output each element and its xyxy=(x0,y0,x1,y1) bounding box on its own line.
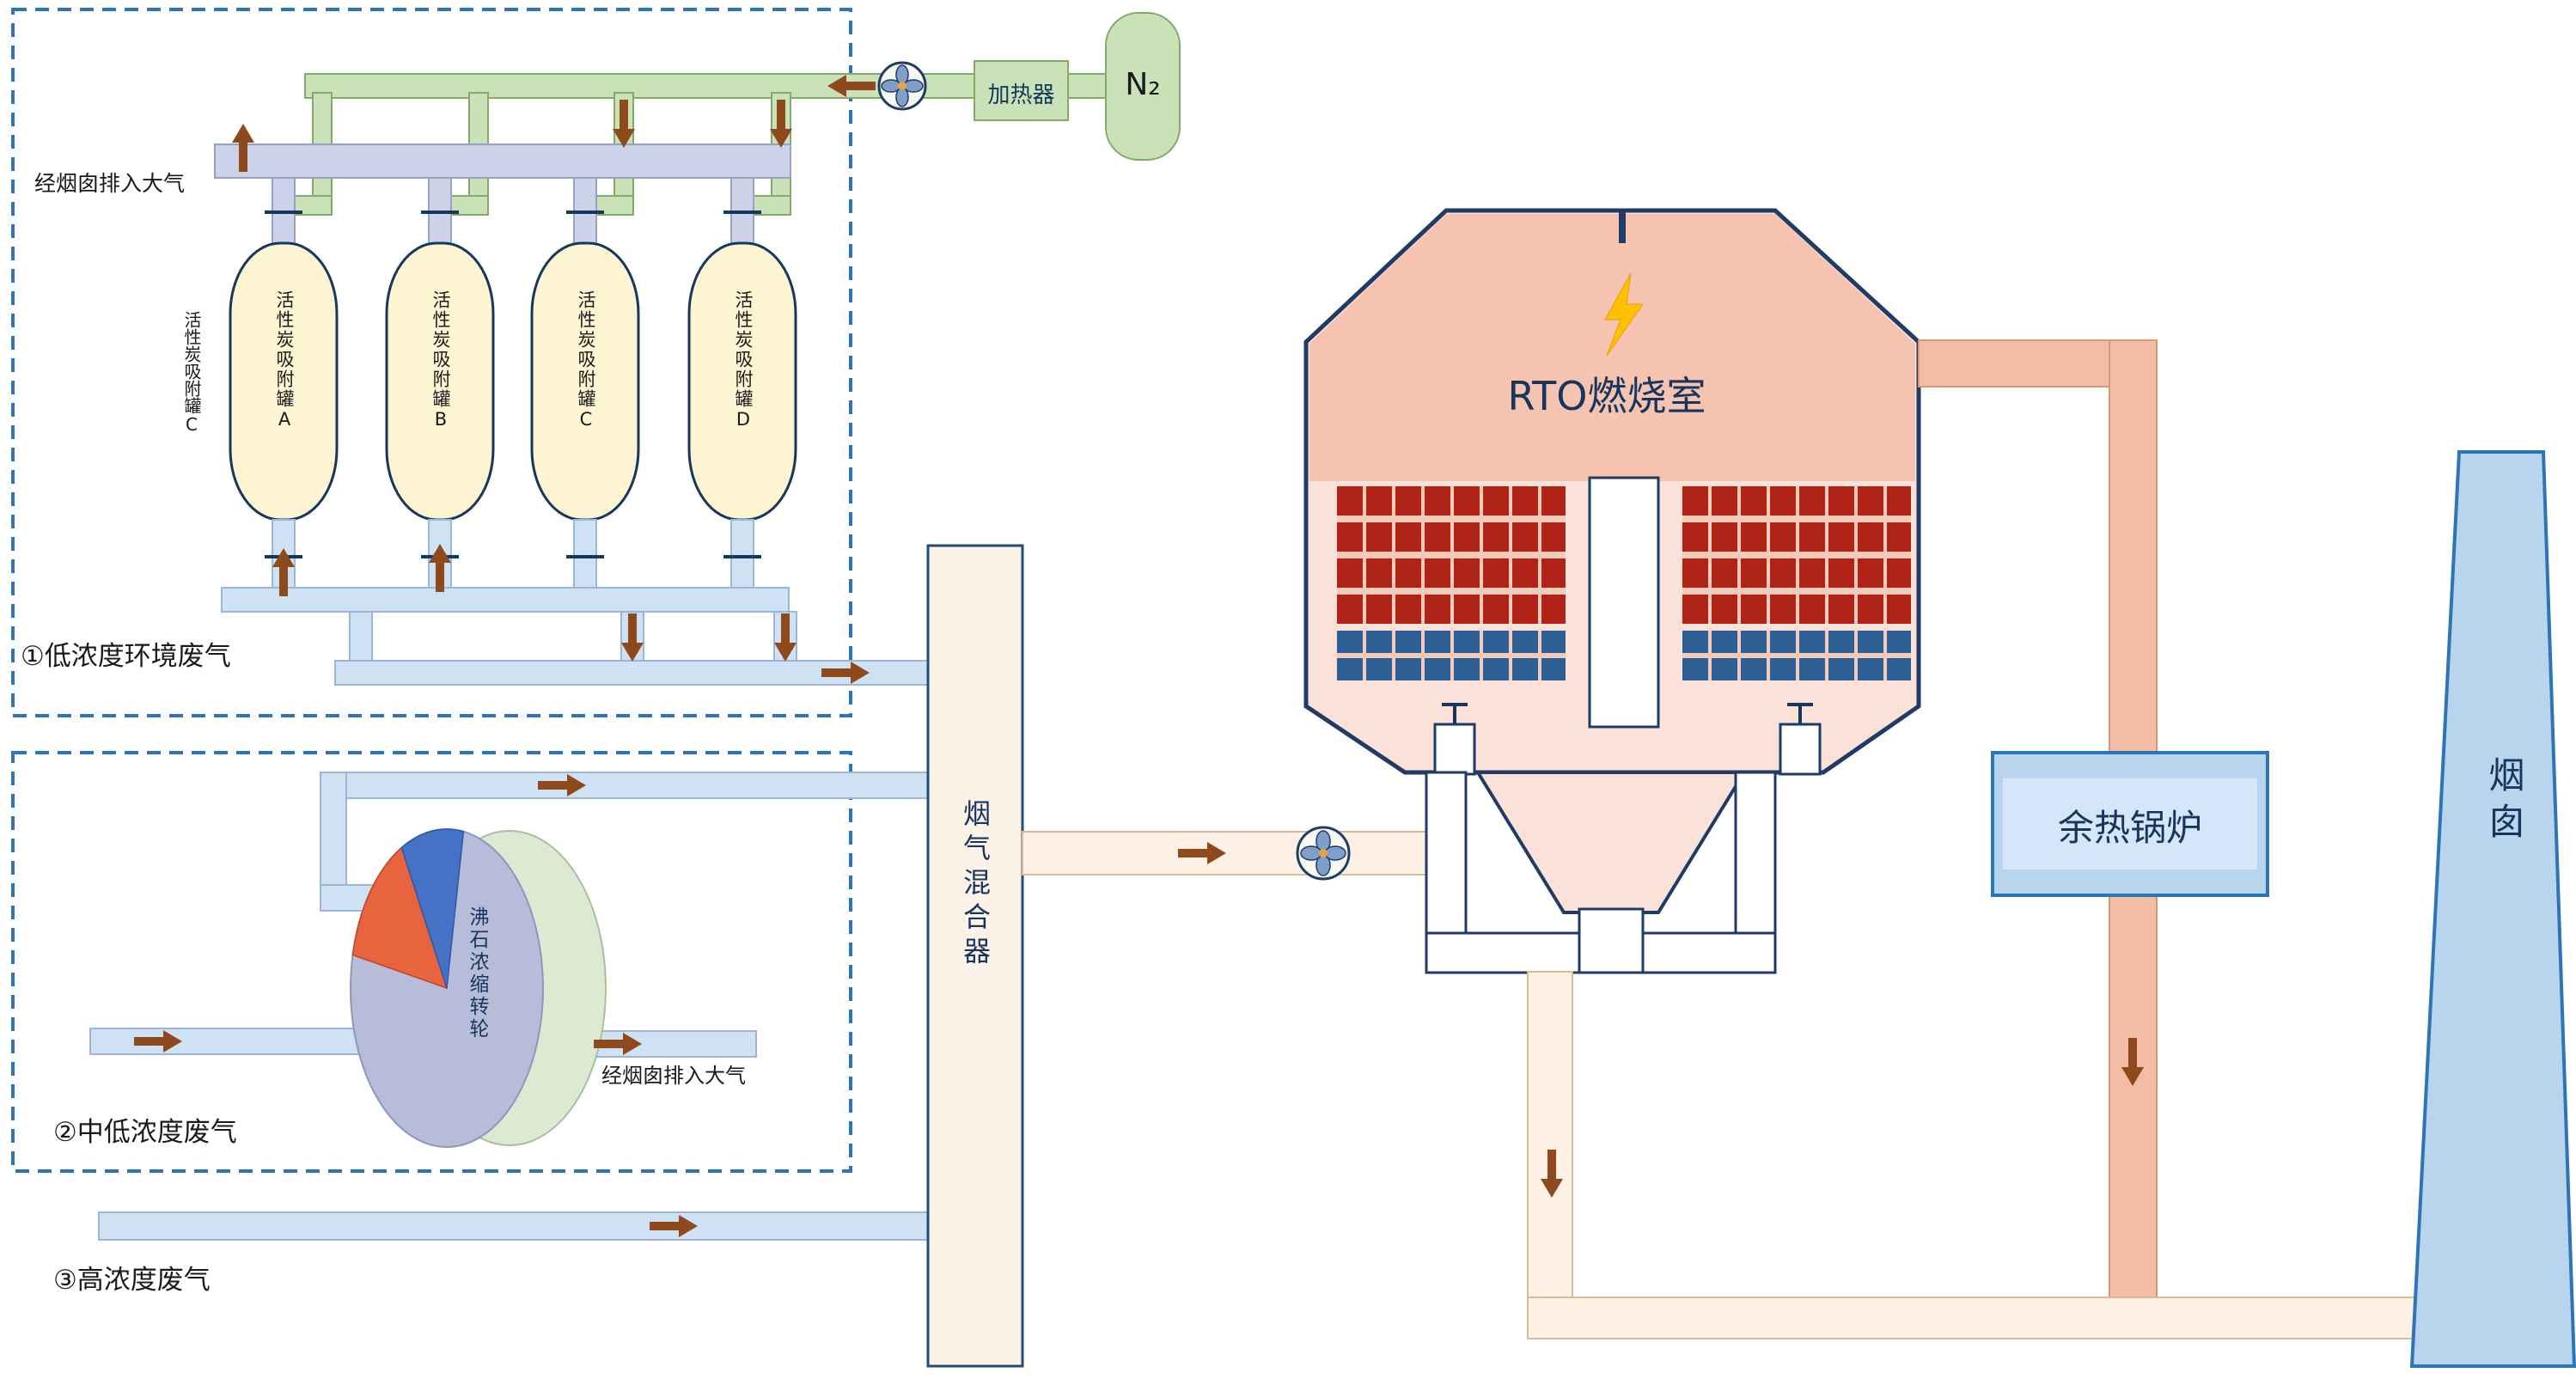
zeolite-rotor xyxy=(350,828,607,1148)
stack-inlet-pipe xyxy=(1527,1297,2420,1339)
rto-center-column xyxy=(1588,476,1660,729)
rotor-piping xyxy=(89,772,929,1058)
exhaust-to-atmosphere-label: 经烟囱排入大气 xyxy=(34,171,186,196)
rotor-cooling-sector xyxy=(400,828,465,989)
tank-c-label: 活性炭吸附罐C xyxy=(576,290,596,431)
rotor-exhaust-label: 经烟囱排入大气 xyxy=(601,1064,746,1088)
flue-gas-mixer xyxy=(926,544,1024,1368)
chimney-stack xyxy=(2409,450,2576,1368)
lightning-icon xyxy=(1604,272,1644,357)
nitrogen-cylinder xyxy=(1105,12,1181,161)
chimney-label: 烟囱 xyxy=(2483,756,2525,849)
mixer-label: 烟气混合器 xyxy=(959,799,992,971)
mid-concentration-stream-label: ②中低浓度废气 xyxy=(53,1117,237,1148)
burner-port xyxy=(1619,211,1626,243)
heater-label: 加热器 xyxy=(987,82,1055,108)
adsorption-tanks xyxy=(229,241,797,522)
tank-a-label: 活性炭吸附罐A xyxy=(274,290,295,431)
nitrogen-label: N₂ xyxy=(1125,67,1161,102)
tank-b-label: 活性炭吸附罐B xyxy=(430,290,451,431)
ceramic-bed-red-right xyxy=(1682,486,1911,624)
heater-box xyxy=(974,60,1069,121)
ceramic-bed-blue-right xyxy=(1682,631,1911,680)
valve-port-left xyxy=(1433,723,1476,776)
mid-concentration-section-border xyxy=(11,751,852,1173)
low-concentration-stream-label: ①低浓度环境废气 xyxy=(21,641,231,672)
rto-outlet-piping xyxy=(1527,894,2420,1339)
rto-distribution-ducts xyxy=(1425,703,1822,974)
rotor-label: 沸石浓缩转轮 xyxy=(466,906,488,1040)
rotor-desorption-sector xyxy=(351,846,449,990)
low-concentration-section-border xyxy=(11,8,852,717)
rto-title: RTO燃烧室 xyxy=(1507,373,1706,419)
ceramic-bed-red-left xyxy=(1337,486,1566,624)
tank-side-label: 活性炭吸附罐C xyxy=(181,311,202,435)
ceramic-bed-blue-left xyxy=(1337,631,1566,680)
boiler-outlet-pipe xyxy=(2109,894,2158,1320)
valve-port-right xyxy=(1779,723,1822,776)
boiler-label: 余热锅炉 xyxy=(2057,807,2202,849)
fan-icon xyxy=(877,61,927,111)
fan-icon xyxy=(1296,826,1351,881)
high-concentration-stream-label: ③高浓度废气 xyxy=(53,1265,211,1296)
tank-bottom-piping xyxy=(221,519,929,686)
high-concentration-pipe xyxy=(98,1211,929,1241)
hot-gas-piping xyxy=(1918,339,2158,754)
rto-hopper xyxy=(1474,771,1748,914)
waste-heat-boiler xyxy=(1991,751,2269,897)
tank-d-label: 活性炭吸附罐D xyxy=(733,290,754,431)
